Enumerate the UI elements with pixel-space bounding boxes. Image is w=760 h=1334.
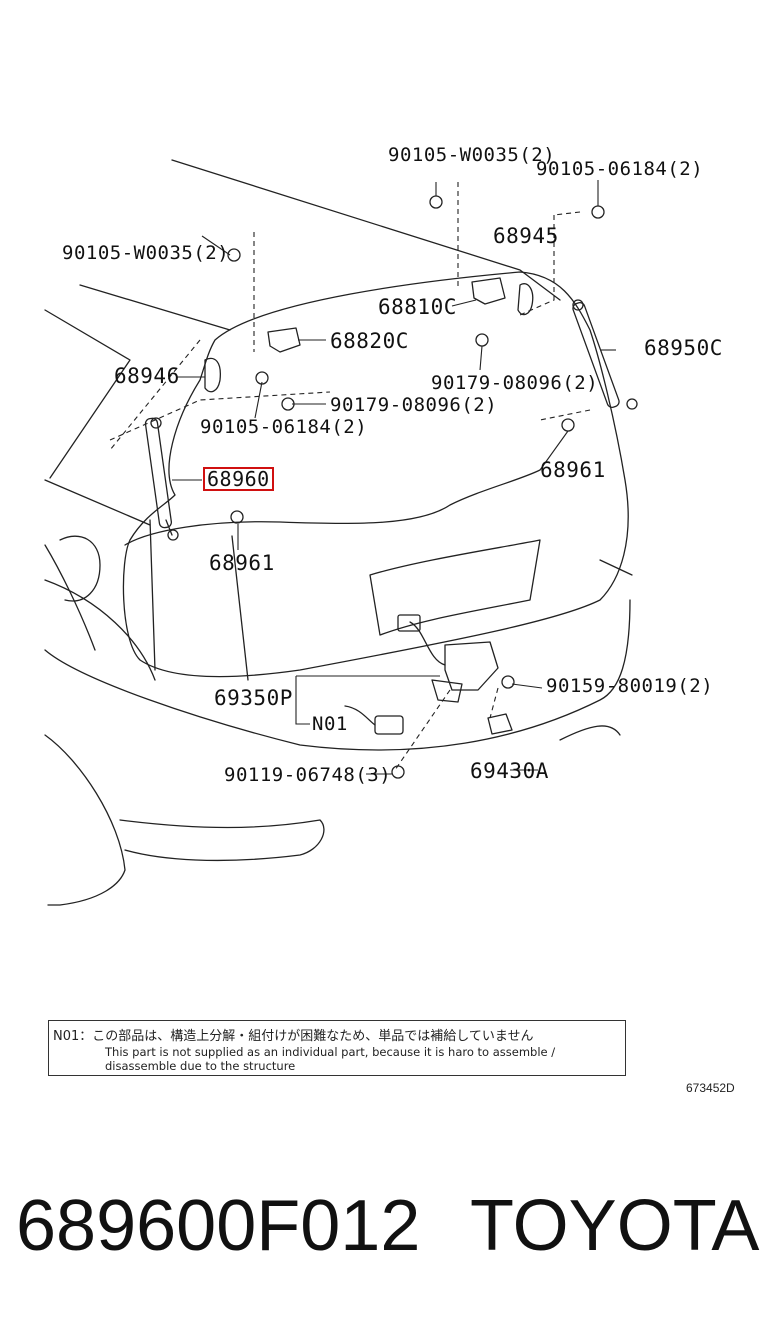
bumper-right (559, 725, 621, 741)
hinge-68946 (204, 357, 221, 393)
diagram-linework (44, 159, 638, 906)
roof-line-2 (79, 284, 231, 331)
striker-69430a (487, 713, 513, 735)
note-english-line2: disassemble due to the structure (105, 1059, 296, 1073)
door-inner-line (124, 469, 541, 546)
label-68820c[interactable]: 68820C (330, 329, 409, 353)
label-90159-80019[interactable]: 90159-80019(2) (546, 675, 714, 697)
label-68960-highlighted[interactable]: 68960 (203, 467, 274, 491)
footer-part-number: 689600F012 (16, 1186, 421, 1266)
side-line (44, 309, 131, 479)
left-body-line (44, 479, 151, 526)
label-68810c[interactable]: 68810C (378, 295, 457, 319)
label-90105-w0035-top[interactable]: 90105-W0035(2) (388, 144, 556, 166)
bumper-lower (119, 819, 325, 862)
label-n01[interactable]: N01 (312, 713, 348, 735)
label-90179-08096-right[interactable]: 90179-08096(2) (431, 372, 599, 394)
label-69350p[interactable]: 69350P (214, 686, 293, 710)
license-recess (369, 539, 541, 636)
back-door-outline (122, 271, 629, 678)
hinge-right-68810c (471, 277, 506, 305)
side-panel (44, 579, 156, 681)
strut-left (144, 417, 173, 529)
note-box: N01：この部品は、構造上分解・組付けが困難なため、単品では補給していません T… (48, 1020, 626, 1076)
label-90119-06748[interactable]: 90119-06748(3) (224, 764, 392, 786)
hinge-68945 (517, 283, 534, 316)
label-69430a[interactable]: 69430A (470, 759, 549, 783)
label-90179-08096-mid[interactable]: 90179-08096(2) (330, 394, 498, 416)
label-68961-right[interactable]: 68961 (540, 458, 606, 482)
lamp-outline (59, 535, 101, 602)
bumper-curve (44, 734, 126, 906)
label-68946[interactable]: 68946 (114, 364, 180, 388)
lock-assembly (444, 641, 499, 691)
hinge-left-68820c (267, 327, 301, 353)
bumper-outline (44, 599, 631, 751)
label-90105-06184-top[interactable]: 90105-06184(2) (536, 158, 704, 180)
connector-n01 (374, 715, 404, 735)
strut-right (572, 302, 620, 408)
footer-brand: TOYOTA (470, 1186, 760, 1266)
note-japanese: N01：この部品は、構造上分解・組付けが困難なため、単品では補給していません (53, 1029, 534, 1044)
label-90105-06184-left[interactable]: 90105-06184(2) (200, 416, 368, 438)
roof-line (171, 159, 561, 301)
label-68961-left[interactable]: 68961 (209, 551, 275, 575)
parts-diagram: 90105-W0035(2) 90105-06184(2) 68945 9010… (44, 144, 723, 906)
label-68950c[interactable]: 68950C (644, 336, 723, 360)
label-90105-w0035-left[interactable]: 90105-W0035(2) (62, 242, 230, 264)
label-68945[interactable]: 68945 (493, 224, 559, 248)
illustration-number: 673452D (686, 1081, 735, 1095)
note-english-line1: This part is not supplied as an individu… (105, 1045, 556, 1059)
